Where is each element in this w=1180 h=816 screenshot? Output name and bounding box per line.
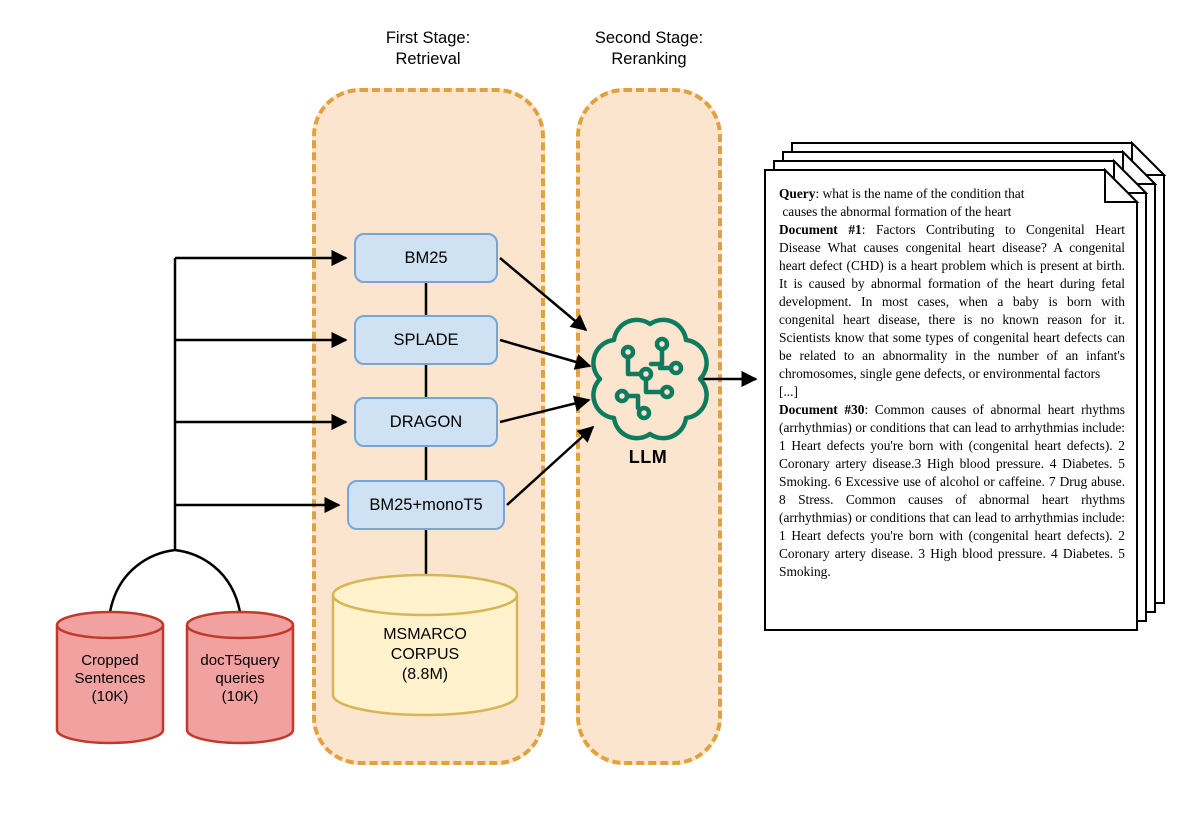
first-stage-title: First Stage: Retrieval [385,29,471,69]
second-stage-title: Second Stage: Reranking [594,29,704,69]
output-document-text: Query: what is the name of the condition… [779,185,1125,627]
document-1-label: Document #1 [779,222,862,237]
cropped-sentences-cylinder [55,610,165,745]
page-3-fold [1122,149,1158,185]
document-30-text: : Common causes of abnormal heart rhythm… [779,402,1125,579]
cropped-cylinder-body [55,625,165,745]
document-stack [764,140,1167,631]
query-paragraph: Query: what is the name of the condition… [779,185,1125,221]
llm-brain-icon [591,317,709,441]
circuit-node-2 [654,336,670,352]
arrow-monot5-to-llm [506,425,595,506]
circuit-node-6 [636,405,652,421]
doct5query-cylinder-top [185,610,295,640]
query-text: : what is the name of the condition that… [782,186,1025,219]
document-30-paragraph: Document #30: Common causes of abnormal … [779,401,1125,581]
retriever-box-bm25monot5: BM25+monoT5 [347,480,505,530]
page-4-fold [1131,140,1167,176]
retriever-label-bm25: BM25 [404,248,448,267]
retriever-label-splade: SPLADE [393,330,459,349]
corpus-cylinder-top [331,573,519,617]
corpus-label: MSMARCO CORPUS (8.8M) [383,626,467,683]
retriever-box-bm25: BM25 [354,233,498,283]
document-1-text: : Factors Contributing to Congenital Hea… [779,222,1125,381]
llm-label: LLM [628,447,668,467]
doct5query-cylinder [185,610,295,745]
retriever-label-bm25monot5: BM25+monoT5 [369,495,483,514]
corpus-cylinder [331,573,519,717]
circuit-trace-3 [643,376,665,395]
cropped-cylinder-top [55,610,165,640]
circuit-trace-4 [624,393,641,411]
circuit-node-4 [614,388,630,404]
retriever-to-llm-arrows [499,257,595,506]
arrow-bm25-to-llm [499,257,588,332]
ellipsis-line: [...] [779,384,798,399]
circuit-trace-1 [625,354,643,377]
circuit-node-7 [668,360,684,376]
cropped-sentences-label: Cropped Sentences (10K) [74,652,146,705]
corpus-cylinder-body [331,595,519,717]
arrow-splade-to-llm [499,338,592,370]
doct5query-label: docT5query queries (10K) [200,652,280,705]
circuit-node-1 [620,344,636,360]
document-30-label: Document #30 [779,402,865,417]
page-2-fold [1113,158,1149,194]
doct5query-cylinder-body [185,625,295,745]
page-front [764,169,1138,631]
query-label: Query [779,186,816,201]
curve-doct5query [174,548,242,613]
circuit-node-3 [638,366,654,382]
retriever-box-dragon: DRAGON [354,397,498,447]
retriever-label-dragon: DRAGON [389,412,463,431]
brain-outline [591,317,709,441]
retriever-box-splade: SPLADE [354,315,498,365]
input-connector-lines [108,249,348,613]
circuit-trace-2 [648,346,665,367]
page-front-fold [1104,167,1140,203]
curve-cropped-sentences [108,548,176,613]
circuit-node-5 [659,384,675,400]
arrow-dragon-to-llm [499,395,591,424]
document-1-paragraph: Document #1: Factors Contributing to Con… [779,221,1125,383]
